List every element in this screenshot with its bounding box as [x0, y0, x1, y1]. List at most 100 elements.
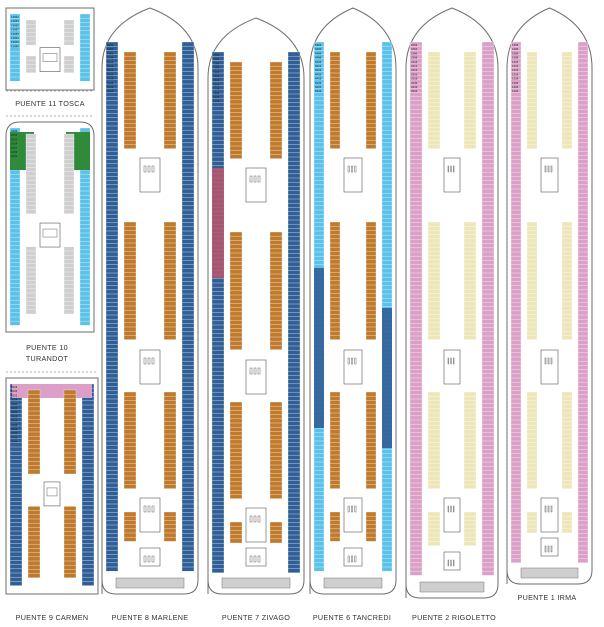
deck6-balcony-block: [314, 268, 324, 428]
deck2-cabin-number: 2202: [411, 43, 418, 47]
deck2-service-core: [443, 349, 461, 385]
deck11-cabin-number: 11041: [11, 36, 19, 40]
deck10-cabin-number: 1012: [11, 137, 18, 141]
deck8-inner-cabins: [163, 51, 177, 149]
deck2-cabin-number: 2222: [411, 85, 418, 89]
deck1-inner-cabins: [561, 51, 573, 149]
deck7-cabin-number: 7108: [213, 66, 220, 70]
deck7-elevator: [257, 175, 261, 183]
deck6-cabin-number: 6410: [315, 60, 322, 64]
deck1-cabin-number: 1206: [512, 51, 519, 55]
deck7-service-core: [245, 507, 267, 543]
deck10-label-line1: PUENTE 10: [26, 343, 68, 352]
deck1-elevator: [544, 505, 547, 513]
deck1-service-core: [540, 157, 559, 193]
deck2-elevator: [450, 165, 452, 173]
deck6-cabin-number: 6402: [315, 43, 322, 47]
deck8-elevator: [143, 165, 147, 173]
deck8-elevator: [151, 555, 155, 563]
deck8-service-core: [139, 349, 161, 385]
deck10-label-line2: TURANDOT: [26, 354, 69, 363]
deck8-elevator: [147, 357, 151, 365]
deck8-cabin-number: 8108: [107, 56, 114, 60]
deck6-cabin-number: 6422: [315, 85, 322, 89]
deck9-cabin-number: 9228: [11, 406, 18, 410]
deck6-balcony-block: [382, 308, 392, 448]
deck6-service-core: [343, 157, 363, 193]
deck6-elevator: [351, 357, 353, 365]
deck11-label: PUENTE 11 TOSCA: [15, 99, 85, 108]
deck6-elevator: [347, 505, 350, 513]
deck6-elevator: [351, 505, 353, 513]
deck6-service-core: [343, 497, 363, 533]
deck11-elevator: [42, 53, 58, 62]
deck7-inner-cabins: [229, 401, 243, 499]
deck2-service-core: [443, 551, 461, 571]
deck8-cabin-number: 8110: [107, 60, 114, 64]
deck2-cabin-number: 2204: [411, 47, 418, 51]
deck1-cabin-number: 1224: [512, 89, 519, 93]
deck1-cabin-number: 1216: [512, 72, 519, 76]
deck6-elevator: [347, 555, 350, 563]
deck9-label: PUENTE 9 CARMEN: [16, 613, 89, 622]
deck8-stern: [115, 577, 185, 589]
deck1-elevator: [544, 165, 547, 173]
deck8-elevator: [143, 505, 147, 513]
deck9-suites-top: [12, 384, 92, 398]
deck1-elevator: [547, 165, 550, 173]
deck6-service-core: [343, 547, 363, 567]
deck7-elevator: [249, 367, 253, 375]
deck6-cabin-number: 6420: [315, 81, 322, 85]
deck9-cabin-number: 9232: [11, 414, 18, 418]
deck7-group: 7102710471067108711071127114711671187120…: [207, 17, 305, 595]
deck10-cabin-number: 1014: [11, 142, 18, 146]
deck6-stern: [323, 577, 383, 589]
deck9-cabin-number: 9238: [11, 427, 18, 431]
deck8-group: 8102810481068108811081128114811681188120…: [101, 7, 199, 595]
deck9-cabin-number: 9234: [11, 419, 18, 423]
deck2-inner-cabins: [427, 391, 441, 489]
deck2-cabin-number: 2208: [411, 56, 418, 60]
deck2-cabin-number: 2210: [411, 60, 418, 64]
deck8-elevator: [147, 555, 151, 563]
deck6-elevator: [354, 357, 357, 365]
deck8-cabin-number: 8116: [107, 72, 114, 76]
deck10-inner-cabins: [63, 133, 75, 214]
deck10-starboard-cabins: [79, 127, 91, 326]
deck2-inner-cabins: [427, 51, 441, 149]
deck7-cabin-number: 7122: [213, 95, 220, 99]
deck7-inner-cabins: [229, 521, 243, 544]
deck2-starboard-cabins: [481, 41, 495, 576]
deck1-cabin-number: 1222: [512, 85, 519, 89]
deck1-label: PUENTE 1 IRMA: [517, 593, 576, 602]
deck2-elevator: [450, 357, 452, 365]
deck8-cabin-number: 8102: [107, 43, 114, 47]
deck2-cabin-number: 2216: [411, 72, 418, 76]
deck6-elevator: [354, 555, 357, 563]
deck1-cabin-number: 1204: [512, 47, 519, 51]
deck2-stern: [419, 581, 485, 593]
deck1-cabin-number: 1218: [512, 77, 519, 81]
deck1-stern: [520, 567, 579, 579]
deck7-elevator: [253, 367, 257, 375]
deck2-elevator: [447, 505, 449, 513]
deck2-elevator: [447, 559, 449, 567]
deck7-service-core: [245, 167, 267, 203]
deck8-service-core: [139, 497, 161, 533]
deck9-cabin-number: 9218: [11, 385, 18, 389]
deck11-cabin-number: 11039: [11, 32, 19, 36]
deck9-cabin-number: 9226: [11, 402, 18, 406]
deck2-elevator: [450, 505, 452, 513]
deck6-service-core: [343, 349, 363, 385]
deck7-elevator: [253, 175, 257, 183]
deck7-cabin-number: 7110: [213, 70, 220, 74]
deck2-elevator: [447, 357, 449, 365]
deck6-elevator: [347, 357, 350, 365]
deck11-cabin-number: 11033: [11, 19, 19, 23]
deck1-cabin-number: 1212: [512, 64, 519, 68]
deck1-service-core: [540, 349, 559, 385]
deck6-inner-cabins: [329, 511, 341, 542]
deck6-inner-cabins: [329, 391, 341, 489]
